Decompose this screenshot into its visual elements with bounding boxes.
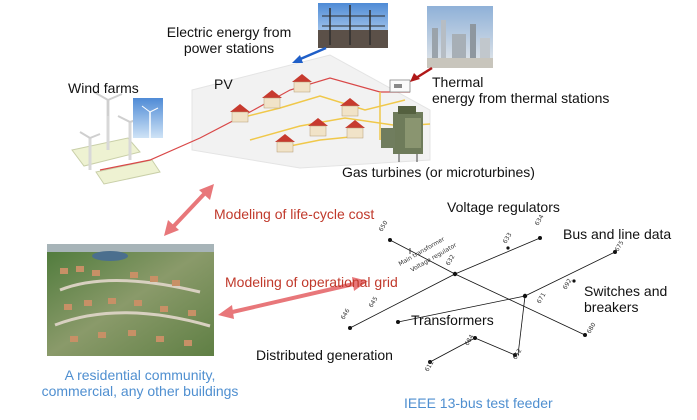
- gas-turbine-icon: [381, 106, 423, 162]
- node-label-646: 646: [340, 307, 352, 321]
- node-label-632: 632: [445, 253, 457, 267]
- residential-aerial-photo: [47, 244, 214, 356]
- label-distributed-generation: Distributed generation: [256, 347, 393, 363]
- double-arrow-life-cycle: [164, 184, 214, 236]
- label-bus-line-data: Bus and line data: [563, 226, 672, 242]
- ieee-13-bus-feeder: [349, 237, 616, 363]
- label-operational-grid: Modeling of operational grid: [225, 274, 398, 290]
- power-station-photo: [318, 3, 388, 48]
- double-arrow-operational: [218, 277, 368, 319]
- microgrid-houses-illustration: [99, 54, 431, 171]
- label-pv: PV: [214, 76, 233, 92]
- node-label-633: 633: [502, 231, 514, 245]
- node-label-652: 652: [512, 347, 524, 361]
- node-label-692: 692: [562, 277, 574, 291]
- label-transformers: Transformers: [411, 312, 494, 328]
- node-label-671: 671: [536, 291, 548, 305]
- label-life-cycle-cost: Modeling of life-cycle cost: [214, 206, 375, 222]
- label-wind-farms: Wind farms: [68, 80, 139, 96]
- label-ieee-feeder: IEEE 13-bus test feeder: [404, 395, 553, 411]
- node-label-645: 645: [368, 295, 380, 309]
- label-switches-breakers: Switches and breakers: [584, 283, 668, 315]
- feeder-bus-nodes: [348, 236, 617, 364]
- label-voltage-regulators: Voltage regulators: [447, 199, 560, 215]
- node-label-611: 611: [424, 359, 436, 373]
- node-label-680: 680: [586, 321, 598, 335]
- wind-farm-illustration: [71, 91, 163, 185]
- power-flow-arrows: [292, 46, 433, 82]
- label-residential-community: A residential community, commercial, any…: [41, 367, 239, 399]
- node-label-650: 650: [378, 219, 390, 233]
- label-electric-energy: Electric energy from power stations: [166, 24, 292, 56]
- house-icon: [230, 74, 365, 153]
- node-label-675: 675: [614, 239, 626, 253]
- thermal-station-photo: [427, 6, 493, 68]
- label-thermal: Thermal energy from thermal stations: [432, 74, 610, 106]
- node-label-634: 634: [534, 213, 546, 227]
- node-label-684: 684: [464, 333, 476, 347]
- label-gas-turbines: Gas turbines (or microturbines): [342, 164, 535, 180]
